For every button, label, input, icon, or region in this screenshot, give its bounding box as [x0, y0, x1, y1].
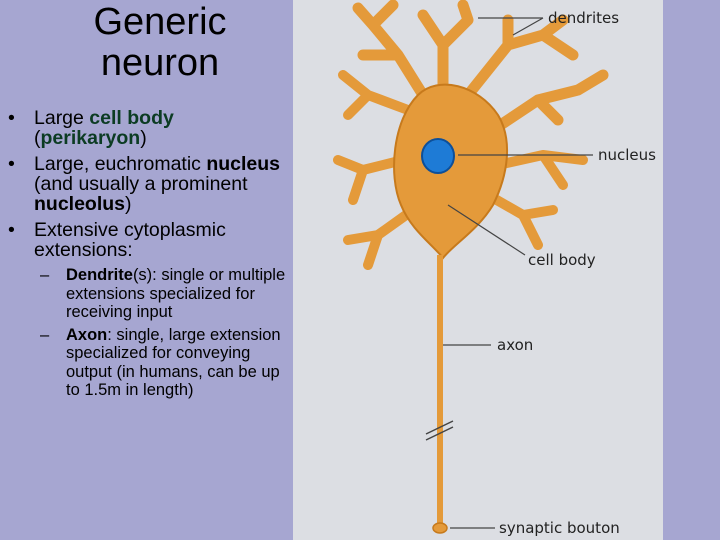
neuron-diagram-panel: dendrites nucleus cell body axon synapti… — [293, 0, 663, 540]
label-dendrites: dendrites — [548, 9, 619, 27]
neuron-shape — [333, 0, 609, 534]
term-nucleus: nucleus — [206, 153, 281, 175]
bullet-dot: • — [8, 107, 15, 129]
title-line-1: Generic — [93, 1, 227, 43]
cell-body — [393, 83, 509, 260]
label-axon: axon — [497, 336, 533, 354]
term-nucleolus: nucleolus — [34, 193, 126, 215]
sub-bullet-dash: – — [40, 266, 50, 284]
sub-bullet-text: : single, large extension specialized fo… — [66, 325, 281, 400]
bullet-text: Extensive cytoplasmic extensions: — [34, 219, 226, 261]
nucleus-shape — [421, 138, 455, 174]
leader-lines — [443, 17, 593, 529]
label-cell-body: cell body — [528, 251, 596, 269]
term-dendrite: Dendrite — [66, 266, 133, 284]
sub-bullet-list: – Dendrite(s): single or multiple extens… — [34, 266, 293, 400]
neuron-diagram: dendrites nucleus cell body axon synapti… — [333, 0, 656, 537]
bullet-list: • Large cell body (perikaryon) • Large, … — [8, 108, 293, 406]
term-cell-body: cell body — [89, 107, 174, 129]
sub-bullet-axon: – Axon: single, large extension speciali… — [34, 326, 293, 400]
bullet-text: ) — [140, 127, 147, 149]
term-perikaryon: perikaryon — [40, 127, 141, 149]
axon-break-mark — [425, 420, 454, 441]
bullet-nucleus: • Large, euchromatic nucleus (and usuall… — [8, 154, 293, 214]
label-synaptic-bouton: synaptic bouton — [499, 519, 620, 537]
synaptic-bouton-shape — [432, 522, 448, 534]
sub-bullet-text: (s): single or multiple extensions speci… — [66, 266, 286, 321]
label-nucleus: nucleus — [598, 146, 656, 164]
sub-bullet-dash: – — [40, 325, 50, 344]
term-axon: Axon — [66, 325, 108, 344]
bullet-text: (and usually a prominent — [34, 173, 248, 195]
bullet-text: ) — [125, 193, 132, 215]
bullet-text: Large — [34, 107, 90, 129]
bullet-cell-body: • Large cell body (perikaryon) — [8, 108, 293, 148]
sub-bullet-dendrite: – Dendrite(s): single or multiple extens… — [34, 266, 293, 322]
bullet-text: ( — [34, 127, 41, 149]
bullet-extensions: • Extensive cytoplasmic extensions: – De… — [8, 220, 293, 400]
bullet-dot: • — [8, 153, 15, 175]
title-line-2: neuron — [100, 42, 220, 84]
bullet-text: Large, euchromatic — [34, 153, 207, 175]
slide-title: Generic neuron — [30, 2, 290, 84]
bullet-dot: • — [8, 219, 15, 241]
